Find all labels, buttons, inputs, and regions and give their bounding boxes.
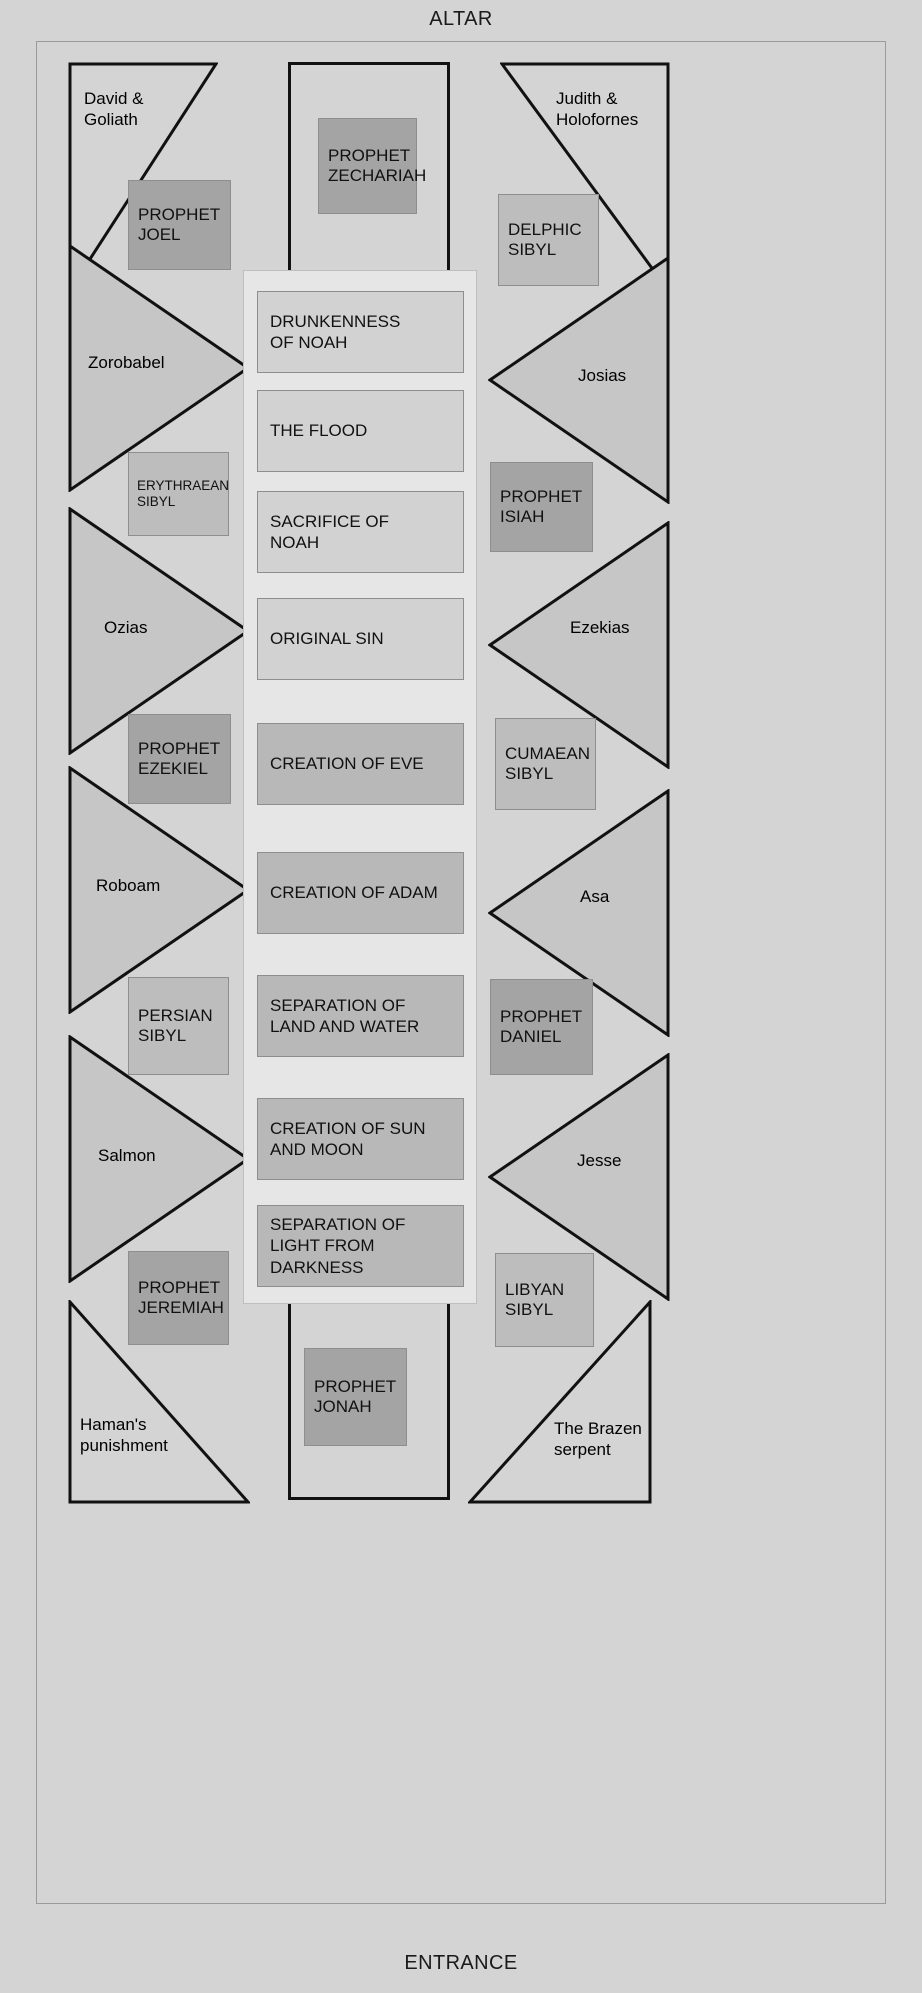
genesis-vault-container: DRUNKENNESS OF NOAH THE FLOOD SACRIFICE … — [243, 270, 477, 1304]
ancestor-left-0 — [68, 244, 250, 492]
triangle-shape — [468, 1300, 652, 1504]
seer-cumaean-sibyl[interactable]: CUMAEAN SIBYL — [495, 718, 596, 810]
corner-scene-bottom-right-label: The Brazen serpent — [554, 1419, 642, 1460]
seer-erythraean-sibyl[interactable]: ERYTHRAEAN SIBYL — [128, 452, 229, 536]
ancestor-left-2-label: Roboam — [96, 876, 161, 895]
seer-prophet-ezekiel[interactable]: PROPHET EZEKIEL — [128, 714, 231, 804]
genesis-panel-creation-of-sun-and-moon[interactable]: CREATION OF SUN AND MOON — [257, 1098, 464, 1180]
seer-prophet-zechariah[interactable]: PROPHET ZECHARIAH — [318, 118, 426, 214]
seer-prophet-joel[interactable]: PROPHET JOEL — [128, 180, 231, 270]
triangle-shape — [488, 789, 670, 1037]
triangle-shape — [68, 244, 250, 492]
ancestor-right-3 — [488, 1053, 670, 1301]
seer-delphic-sibyl[interactable]: DELPHIC SIBYL — [498, 194, 599, 286]
ancestor-right-0 — [488, 256, 670, 504]
ancestor-left-1 — [68, 507, 250, 755]
ancestor-right-3-label: Jesse — [577, 1151, 622, 1170]
genesis-panel-separation-of-light-from-darkness[interactable]: SEPARATION OF LIGHT FROM DARKNESS — [257, 1205, 464, 1287]
genesis-panel-separation-of-land-and-water[interactable]: SEPARATION OF LAND AND WATER — [257, 975, 464, 1057]
triangle-shape — [68, 507, 250, 755]
altar-caption: ALTAR — [429, 8, 493, 30]
ancestor-left-2 — [68, 766, 250, 1014]
genesis-panel-original-sin[interactable]: ORIGINAL SIN — [257, 598, 464, 680]
genesis-panel-sacrifice-of-noah[interactable]: SACRIFICE OF NOAH — [257, 491, 464, 573]
seer-prophet-isiah[interactable]: PROPHET ISIAH — [490, 462, 593, 552]
corner-scene-top-right — [500, 62, 670, 292]
triangle-shape — [68, 1035, 250, 1283]
triangle-shape — [488, 521, 670, 769]
seer-prophet-daniel[interactable]: PROPHET DANIEL — [490, 979, 593, 1075]
ancestor-right-0-label: Josias — [578, 366, 627, 385]
triangle-shape — [68, 766, 250, 1014]
genesis-panel-drunkenness-of-noah[interactable]: DRUNKENNESS OF NOAH — [257, 291, 464, 373]
ancestor-right-1-label: Ezekias — [570, 618, 630, 637]
triangle-shape — [488, 1053, 670, 1301]
triangle-shape — [68, 1300, 250, 1504]
ancestor-left-1-label: Ozias — [104, 618, 148, 637]
ancestor-right-2-label: Asa — [580, 887, 610, 906]
altar-bay-outline — [288, 62, 450, 277]
seer-prophet-jonah[interactable]: PROPHET JONAH — [304, 1348, 407, 1446]
corner-scene-top-left-label: David & Goliath — [84, 89, 144, 130]
corner-scene-bottom-right — [468, 1300, 652, 1504]
triangle-shape — [488, 256, 670, 504]
entrance-bay-outline — [288, 1300, 450, 1500]
ancestor-left-0-label: Zorobabel — [88, 353, 165, 372]
ancestor-left-3 — [68, 1035, 250, 1283]
corner-scene-bottom-left — [68, 1300, 250, 1504]
seer-prophet-jeremiah[interactable]: PROPHET JEREMIAH — [128, 1251, 229, 1345]
corner-scene-top-left — [68, 62, 218, 292]
corner-scene-bottom-left-label: Haman's punishment — [80, 1415, 168, 1456]
ancestor-right-2 — [488, 789, 670, 1037]
genesis-panel-the-flood[interactable]: THE FLOOD — [257, 390, 464, 472]
corner-scene-top-right-label: Judith & Holofornes — [556, 89, 639, 130]
triangle-shape — [500, 62, 670, 292]
ancestor-right-1 — [488, 521, 670, 769]
entrance-caption: ENTRANCE — [404, 1952, 518, 1974]
seer-libyan-sibyl[interactable]: LIBYAN SIBYL — [495, 1253, 594, 1347]
ancestor-left-3-label: Salmon — [98, 1146, 156, 1165]
genesis-panel-creation-of-adam[interactable]: CREATION OF ADAM — [257, 852, 464, 934]
genesis-panel-creation-of-eve[interactable]: CREATION OF EVE — [257, 723, 464, 805]
seer-persian-sibyl[interactable]: PERSIAN SIBYL — [128, 977, 229, 1075]
triangle-shape — [68, 62, 218, 292]
